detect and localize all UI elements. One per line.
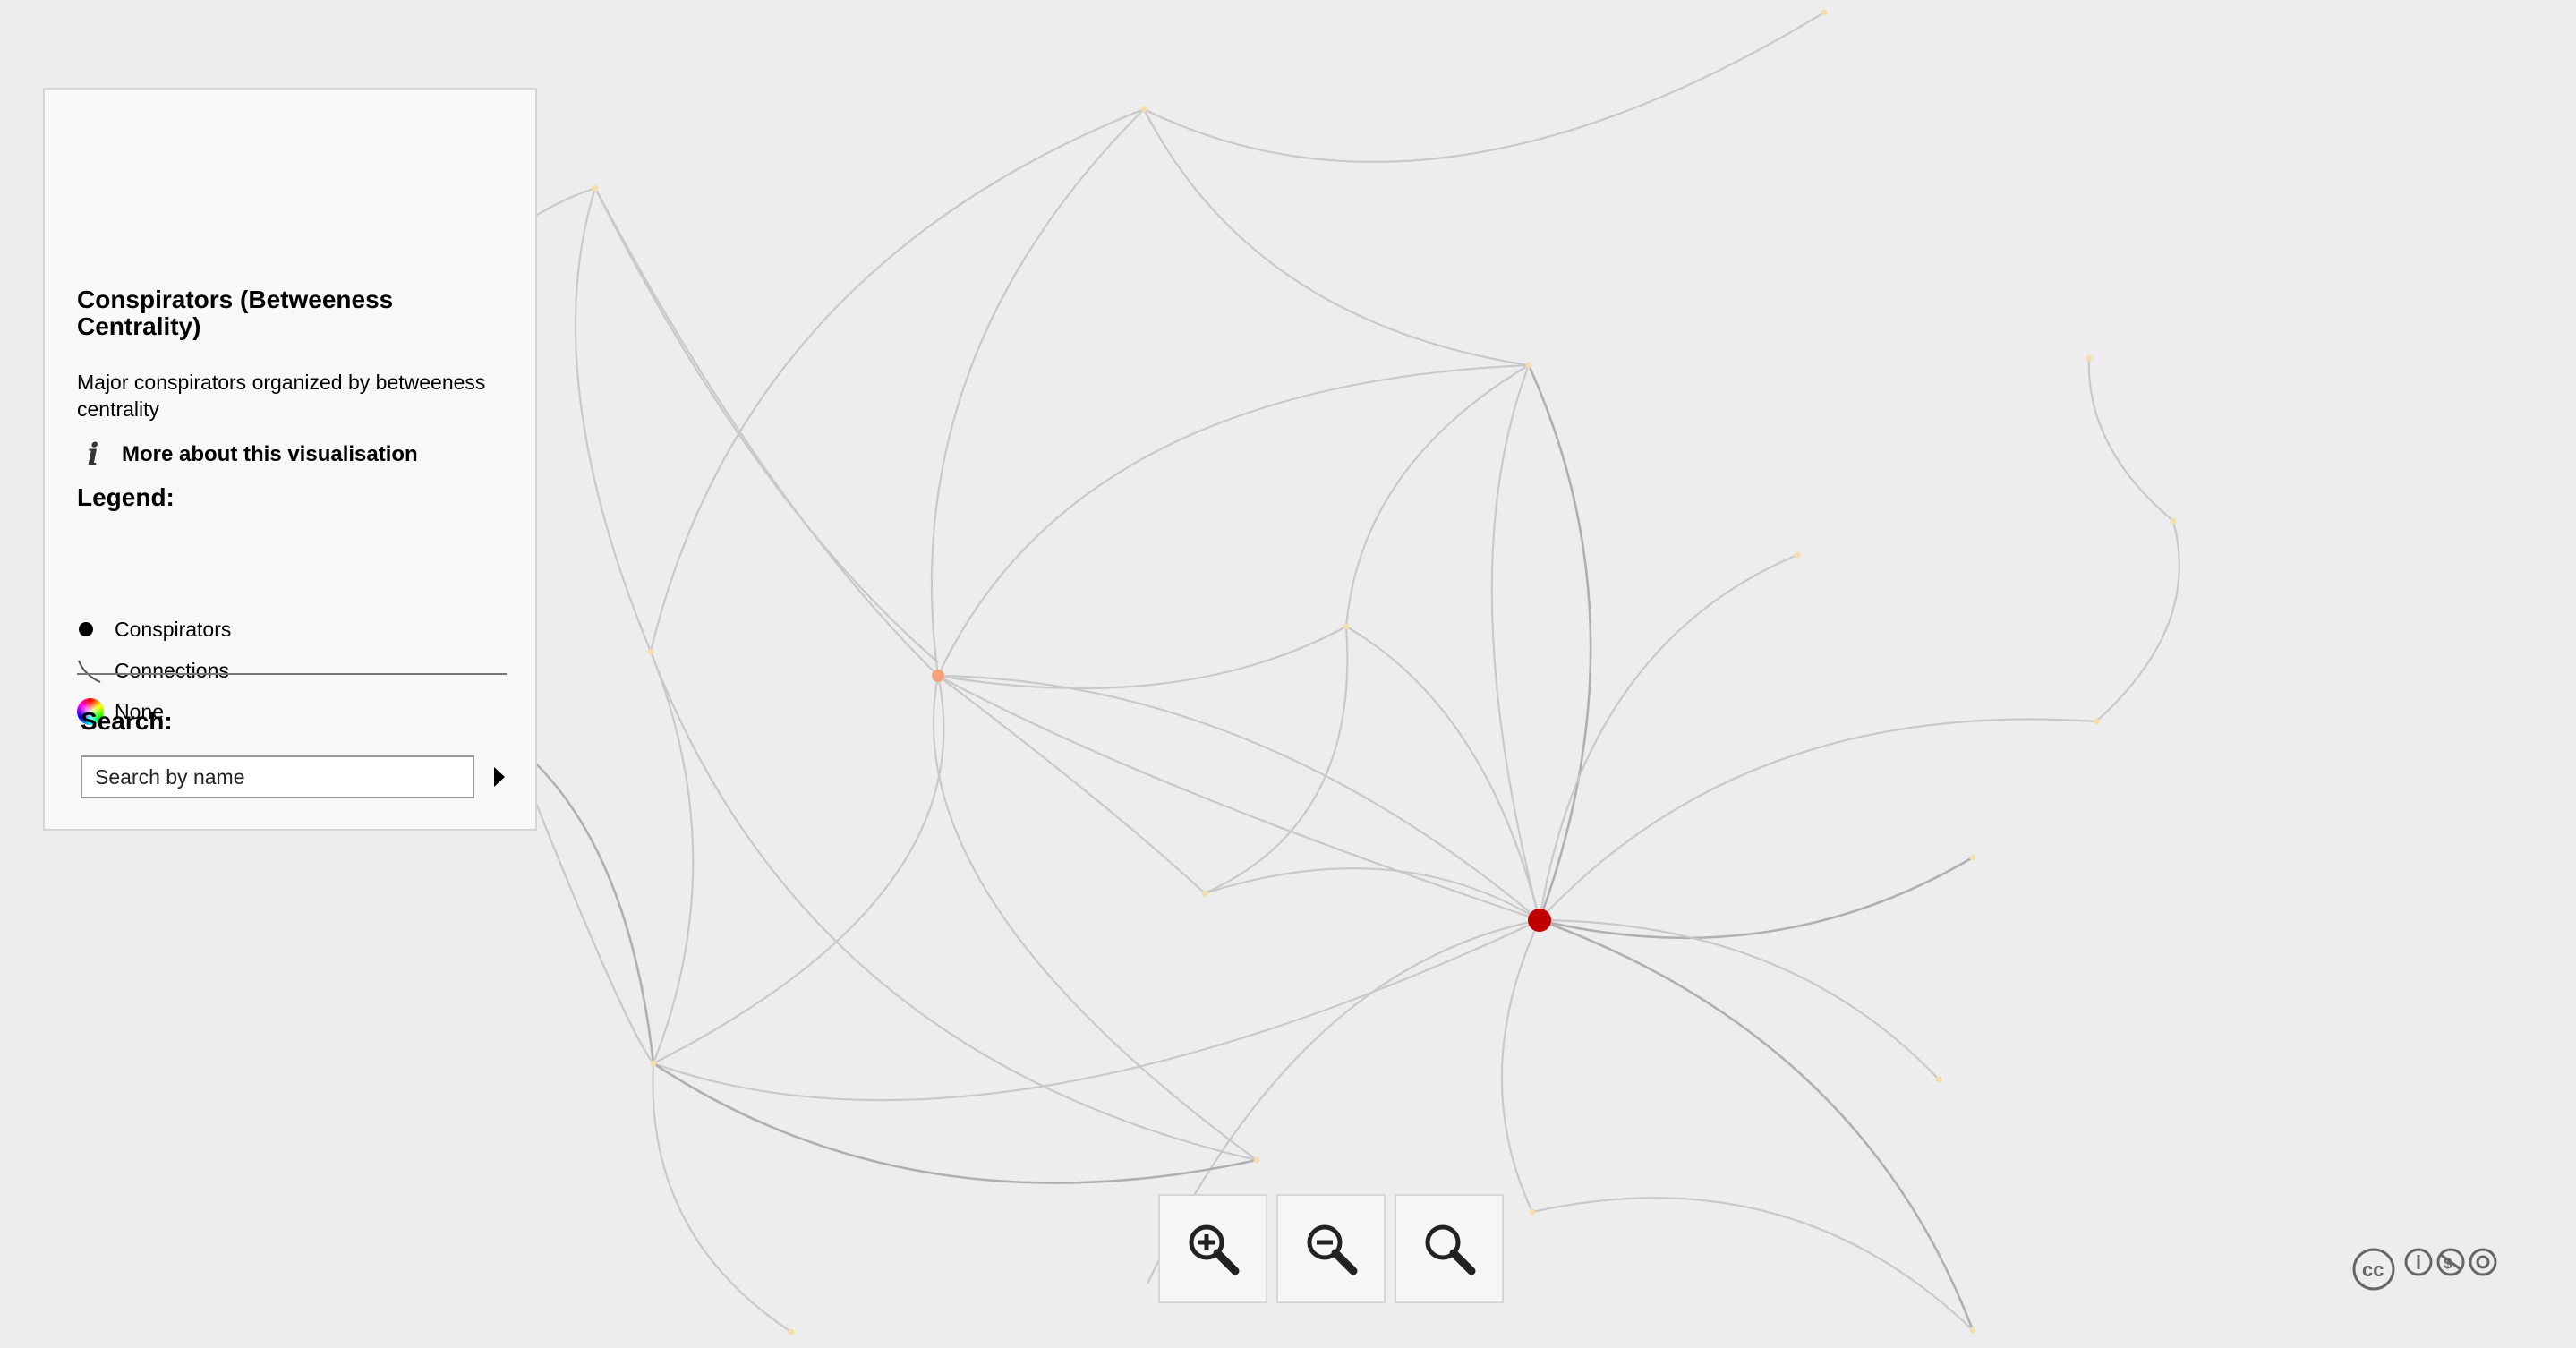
conspirator-node — [647, 648, 654, 655]
svg-text:$: $ — [2444, 1255, 2452, 1272]
conspirator-node — [1794, 551, 1801, 559]
svg-text:cc: cc — [2362, 1258, 2384, 1281]
conspirator-node — [650, 1060, 657, 1067]
color-wheel-icon — [77, 698, 104, 725]
connection-edge — [1344, 364, 1530, 627]
play-arrow-icon — [494, 767, 505, 787]
conspirator-node — [592, 184, 599, 192]
conspirator-node — [1525, 362, 1532, 369]
conspirator-node — [788, 1328, 795, 1335]
connection-edge — [1204, 626, 1349, 895]
info-icon: i — [87, 437, 99, 473]
zoom-in-button[interactable] — [1158, 1194, 1267, 1303]
connection-edge — [937, 363, 1530, 677]
conspirator-node — [1343, 623, 1350, 630]
conspirator-node — [1201, 890, 1208, 897]
connection-edge — [653, 675, 945, 1064]
graph-edges — [393, 12, 2180, 1333]
legend-item-conspirators: Conspirators — [77, 616, 231, 643]
connection-edge — [932, 675, 1258, 1161]
connection-edge — [594, 187, 939, 663]
connection-edge — [1143, 108, 1530, 367]
conspirator-node — [1253, 1156, 1260, 1164]
connection-edge — [1500, 919, 1540, 1213]
search-input[interactable] — [81, 755, 474, 798]
connection-edge — [652, 1062, 792, 1333]
conspirator-node — [1821, 9, 1828, 16]
connection-edge — [1143, 12, 1825, 163]
conspirator-node — [1969, 854, 1976, 861]
connection-edge — [1539, 918, 1940, 1080]
conspirator-node — [2086, 354, 2093, 362]
conspirator-node — [1935, 1076, 1942, 1083]
search-submit-button[interactable] — [485, 763, 514, 791]
curved-line-icon — [77, 657, 104, 684]
more-about-link[interactable]: i More about this visualisation — [77, 437, 418, 473]
search-title: Search: — [81, 707, 173, 735]
connection-edge — [937, 626, 1347, 690]
connection-edge — [2087, 357, 2174, 522]
zoom-out-icon — [1307, 1224, 1358, 1275]
conspirator-node — [2170, 517, 2177, 525]
conspirator-node — [2093, 718, 2100, 725]
legend-label: None — [115, 699, 164, 723]
info-panel: Conspirators (Betweeness Centrality) Maj… — [43, 88, 537, 831]
connection-edge — [574, 187, 653, 653]
connection-edge — [653, 919, 1540, 1102]
connection-edge — [937, 675, 1206, 894]
connection-edge — [937, 674, 1540, 921]
legend-item-connections: Connections — [77, 657, 229, 684]
connection-edge — [1539, 856, 1974, 940]
legend-title: Legend: — [77, 483, 175, 511]
conspirator-node-mid — [932, 670, 944, 682]
connection-edge — [1531, 1197, 1974, 1331]
conspirator-node — [1529, 1208, 1536, 1216]
zoom-out-button[interactable] — [1276, 1194, 1386, 1303]
conspirator-node — [1140, 106, 1147, 113]
panel-description: Major conspirators organized by betweene… — [77, 371, 486, 421]
connection-edge — [1345, 626, 1541, 921]
connection-edge — [649, 651, 1258, 1162]
magnifier-icon — [1425, 1224, 1476, 1275]
creative-commons-icon: cc $ — [2352, 1248, 2497, 1291]
zoom-reset-button[interactable] — [1395, 1194, 1504, 1303]
panel-title: Conspirators (Betweeness Centrality) — [77, 286, 394, 340]
conspirator-node-high — [1528, 909, 1551, 932]
connection-edge — [653, 1062, 1258, 1184]
connection-edge — [2095, 520, 2180, 722]
black-dot-icon — [77, 616, 104, 643]
graph-nodes[interactable] — [592, 9, 2177, 1335]
connection-edge — [1527, 364, 1592, 921]
connection-edge — [1490, 364, 1541, 921]
legend-label: Connections — [115, 658, 229, 682]
connection-edge — [594, 187, 1540, 922]
conspirator-node — [1969, 1327, 1976, 1334]
legend-label: Conspirators — [115, 617, 232, 641]
connection-edge — [649, 651, 695, 1064]
connection-edge — [1539, 718, 2097, 921]
connection-edge — [1204, 867, 1540, 921]
connection-edge — [1539, 918, 1975, 1331]
divider — [77, 673, 507, 675]
legend-item-none: None — [77, 698, 164, 725]
more-about-label: More about this visualisation — [122, 442, 418, 466]
connection-edge — [649, 107, 1145, 653]
connection-edge — [1538, 553, 1798, 921]
connection-edge — [930, 108, 1145, 677]
zoom-in-icon — [1189, 1224, 1240, 1275]
